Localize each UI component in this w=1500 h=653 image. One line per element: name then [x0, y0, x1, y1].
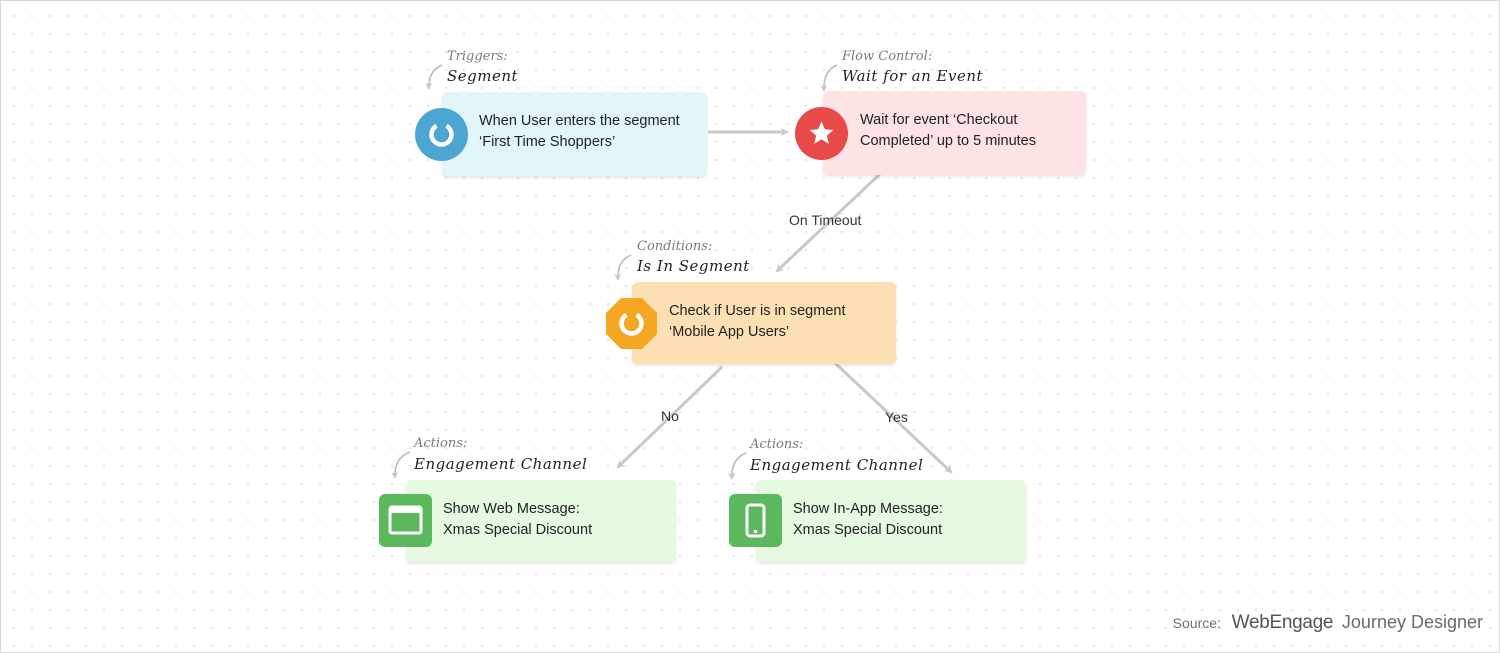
source-label: Source: — [1172, 615, 1221, 631]
web-message-text: Show Web Message: Xmas Special Discount — [443, 499, 666, 541]
pointer-action-web — [391, 451, 411, 479]
action-web-type-label: Engagement Channel — [414, 455, 588, 473]
action-inapp-category-label: Actions: — [750, 437, 804, 452]
condition-type-label: Is In Segment — [637, 257, 750, 275]
action-web-category-label: Actions: — [414, 436, 468, 451]
segment-octagon-icon — [605, 297, 658, 350]
condition-node-text: Check if User is in segment ‘Mobile App … — [669, 301, 886, 343]
condition-line-2: ‘Mobile App Users’ — [669, 324, 790, 340]
trigger-line-2: ‘First Time Shoppers’ — [479, 134, 616, 150]
mobile-phone-icon — [729, 494, 782, 547]
trigger-type-label: Segment — [447, 67, 519, 85]
condition-category-label: Conditions: — [637, 239, 713, 254]
wait-event-node[interactable]: Wait for event ‘Checkout Completed’ up t… — [823, 91, 1086, 175]
browser-window-icon — [379, 494, 432, 547]
in-app-message-text: Show In-App Message: Xmas Special Discou… — [793, 499, 1016, 541]
trigger-node[interactable]: When User enters the segment ‘First Time… — [442, 92, 707, 176]
wait-line-2: Completed’ up to 5 minutes — [860, 133, 1036, 149]
web-message-line-2: Xmas Special Discount — [443, 522, 593, 538]
web-message-line-1: Show Web Message: — [443, 501, 580, 517]
pointer-action-inapp — [728, 452, 747, 480]
trigger-line-1: When User enters the segment — [479, 113, 680, 129]
in-app-message-line-2: Xmas Special Discount — [793, 522, 943, 538]
web-message-node[interactable]: Show Web Message: Xmas Special Discount — [406, 480, 676, 562]
wait-line-1: Wait for event ‘Checkout — [860, 112, 1018, 128]
pointer-trigger — [425, 64, 443, 90]
wait-node-text: Wait for event ‘Checkout Completed’ up t… — [860, 110, 1076, 152]
edge-label-no: No — [661, 408, 679, 424]
flow-category-label: Flow Control: — [842, 49, 933, 64]
edge-wait-to-condition — [775, 171, 883, 273]
edge-label-on-timeout: On Timeout — [789, 212, 862, 228]
segment-ring-icon — [415, 108, 468, 161]
edge-label-yes: Yes — [885, 409, 908, 425]
condition-line-1: Check if User is in segment — [669, 303, 846, 319]
in-app-message-node[interactable]: Show In-App Message: Xmas Special Discou… — [756, 480, 1026, 562]
segment-condition-node[interactable]: Check if User is in segment ‘Mobile App … — [632, 282, 896, 364]
flow-type-label: Wait for an Event — [842, 67, 984, 85]
edge-condition-yes — [833, 361, 953, 474]
trigger-node-text: When User enters the segment ‘First Time… — [479, 111, 697, 153]
in-app-message-line-1: Show In-App Message: — [793, 501, 943, 517]
source-credit: Source: WebEngage Journey Designer — [1173, 612, 1483, 634]
brand-logo: WebEngage — [1231, 612, 1334, 633]
pointer-flow — [820, 64, 838, 92]
action-inapp-type-label: Engagement Channel — [750, 456, 924, 474]
edge-condition-no — [616, 365, 724, 469]
star-icon — [795, 107, 848, 160]
product-name: Journey Designer — [1341, 612, 1483, 632]
pointer-condition — [614, 254, 632, 281]
trigger-category-label: Triggers: — [447, 49, 508, 64]
